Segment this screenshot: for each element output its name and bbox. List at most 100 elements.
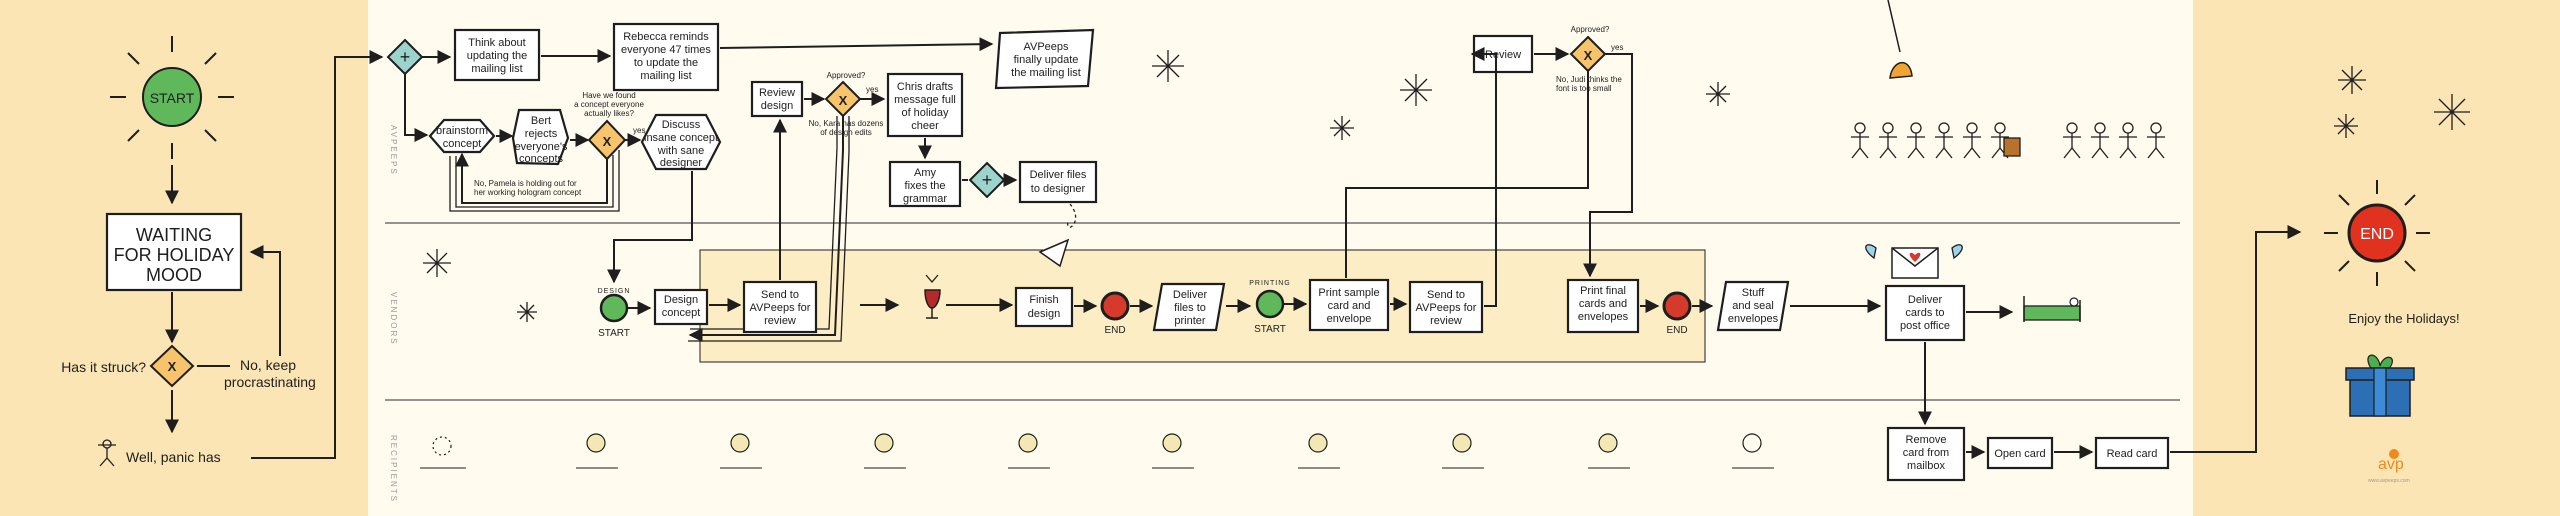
parallel-gateway-join [968, 161, 1006, 199]
design-concept-line-1: Design [664, 294, 698, 306]
final-yes-label: yes [1611, 43, 1623, 52]
final-approved-label: Approved? [1571, 25, 1610, 34]
finally-line-2: finally update [1014, 54, 1079, 66]
sleeping-in-bed-icon [2023, 296, 2081, 322]
jodi-note-line-1: No, Judi thinks the [1556, 75, 1622, 84]
arrow-loop-back-to-waiting [249, 245, 281, 356]
design-end-event [1100, 291, 1130, 321]
deliver-to-post-office-box [1884, 284, 1966, 342]
print-final-line-2: cards and [1579, 298, 1627, 310]
moon-phase-icons [432, 433, 1762, 456]
deliver-files-to-designer-box [1018, 160, 1098, 204]
end-sun-icon [2324, 180, 2430, 286]
read-card-label: Read card [2107, 448, 2158, 460]
deliver-printer-line-3: printer [1174, 315, 1206, 327]
pamela-note-line-2: her working hologram concept [474, 188, 582, 197]
chris-line-2: message full [894, 94, 956, 106]
rebecca-line-3: to update the [634, 57, 698, 69]
kara-note-line-1: No, Kara has dozens [809, 119, 884, 128]
waiting-line-2: FOR HOLIDAY [114, 245, 235, 265]
print-final-line-3: envelopes [1578, 311, 1629, 323]
discuss-line-3: with sane [657, 145, 704, 157]
stuff-line-2: and seal [1732, 300, 1774, 312]
amy-line-3: grammar [903, 193, 947, 205]
waiting-line-1: WAITING [136, 225, 212, 245]
design-start-label: START [598, 328, 630, 339]
brainstorm-concept-box [428, 118, 496, 154]
loop-line-3 [449, 150, 620, 212]
stuff-and-seal-box [1716, 280, 1790, 332]
chris-line-1: Chris drafts [897, 81, 954, 93]
design-approved-label: Approved? [827, 71, 866, 80]
avp-logo: avp www.avpeeps.com [2368, 449, 2410, 484]
remove-line-1: Remove [1906, 434, 1947, 446]
no-keep-label: No, keep [240, 357, 296, 373]
design-phase-tag: DESIGN [598, 288, 631, 295]
send-1-line-1: Send to [761, 289, 799, 301]
end-label: END [2360, 226, 2394, 243]
remove-line-3: mailbox [1907, 460, 1945, 472]
remove-line-2: card from [1903, 447, 1949, 459]
gateway-x-glyph-2: X [603, 134, 612, 149]
start-circle [142, 67, 202, 127]
design-end-label: END [1104, 325, 1125, 336]
bert-line-2: rejects [525, 128, 558, 140]
deliver-post-line-2: cards to [1905, 307, 1944, 319]
found-question-line-2: a concept everyone [574, 100, 644, 109]
gateway-x-glyph: X [168, 359, 177, 374]
deliver-printer-line-2: files to [1174, 302, 1206, 314]
beer-mug-icon [2003, 137, 2021, 157]
amy-line-2: fixes the [905, 180, 946, 192]
review-design-line-1: Review [759, 87, 795, 99]
rebecca-line-1: Rebecca reminds [623, 31, 709, 43]
print-sample-line-3: envelope [1327, 313, 1372, 325]
printing-end-event [1662, 291, 1692, 321]
arrow-rebecca-to-finally-update [719, 37, 994, 52]
enjoy-holidays-label: Enjoy the Holidays! [2348, 311, 2459, 326]
stuff-line-1: Stuff [1742, 287, 1765, 299]
gift-icon [2345, 354, 2415, 417]
finally-line-1: AVPeeps [1023, 41, 1069, 53]
arrow-edits-back-to-design [688, 116, 844, 342]
send-to-avpeeps-box-1 [742, 280, 818, 334]
wine-glass-icon [924, 274, 941, 319]
chris-line-4: cheer [911, 120, 939, 132]
lane-label-recipients: RECIPIENTS [389, 435, 398, 503]
send-2-line-2: AVPeeps for [1416, 302, 1477, 314]
finish-line-1: Finish [1029, 294, 1058, 306]
waiting-line-3: MOOD [146, 265, 202, 285]
stuff-line-3: envelopes [1728, 313, 1779, 325]
print-sample-card-box [1308, 278, 1390, 332]
rebecca-line-4: mailing list [640, 70, 691, 82]
think-updating-mailing-list-box [453, 28, 541, 82]
deliver-designer-line-1: Deliver files [1030, 169, 1087, 181]
remove-card-from-mailbox-box [1886, 426, 1966, 482]
loop-line-2 [455, 155, 614, 208]
finally-line-3: the mailing list [1011, 67, 1081, 79]
panic-label: Well, panic has [126, 449, 221, 465]
deliver-designer-line-2: to designer [1031, 183, 1086, 195]
send-to-avpeeps-box-2 [1408, 280, 1484, 334]
think-line-3: mailing list [471, 63, 522, 75]
jodi-note-line-2: font is too small [1556, 84, 1612, 93]
discuss-line-2: insane concept [644, 132, 718, 144]
read-card-box [2094, 436, 2170, 470]
plus-glyph-2: + [982, 170, 993, 190]
open-card-box [1986, 436, 2054, 470]
brainstorm-line-1: brainstorm [436, 125, 488, 137]
found-yes-label: yes [633, 126, 645, 135]
bert-rejects-box [511, 108, 570, 166]
print-final-cards-box [1566, 278, 1640, 334]
start-label: START [150, 90, 195, 106]
plus-glyph: + [400, 47, 411, 67]
arrow-panic-to-process [251, 50, 384, 459]
printing-phase-tag: PRINTING [1249, 280, 1290, 287]
design-concept-line-2: concept [662, 307, 701, 319]
bell-icon [1887, 0, 1913, 79]
finally-update-mailing-list-box [994, 28, 1095, 90]
print-sample-up-line [1345, 96, 1589, 278]
end-circle [2347, 203, 2407, 263]
discuss-line-4: designer [660, 157, 703, 169]
panic-person-icon [98, 439, 116, 467]
